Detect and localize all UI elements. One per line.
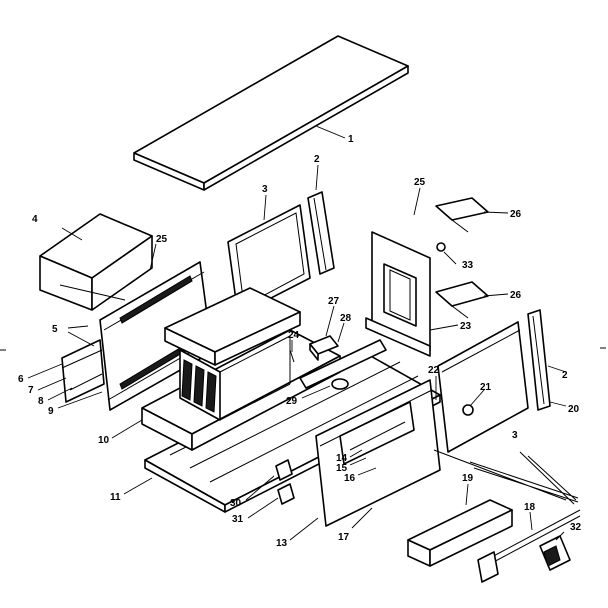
left-bracket-assembly (61, 339, 105, 403)
callout-7: 7 (28, 385, 34, 396)
callout-18: 18 (524, 502, 536, 513)
side-panel-right (437, 321, 529, 453)
callout-5: 5 (52, 324, 58, 335)
callout-3-upper: 3 (262, 184, 268, 195)
angle-bracket-lower (435, 281, 489, 319)
front-panel (99, 261, 213, 411)
callout-6: 6 (18, 374, 24, 385)
blower-tube (299, 339, 387, 390)
callout-26-lower: 26 (510, 290, 522, 301)
callout-23: 23 (460, 321, 472, 332)
callout-labels: 1 2 3 4 25 5 6 7 8 9 10 11 13 14 15 16 1… (18, 134, 582, 549)
edge-marks (0, 347, 606, 351)
callout-15: 15 (336, 463, 348, 474)
callout-22: 22 (428, 365, 440, 376)
callout-16: 16 (344, 473, 356, 484)
callout-29: 29 (286, 396, 298, 407)
callout-10: 10 (98, 435, 110, 446)
callout-9: 9 (48, 406, 54, 417)
control-knob (462, 404, 474, 416)
callout-2-lower: 2 (562, 370, 568, 381)
callout-3-lower: 3 (512, 430, 518, 441)
callout-31: 31 (232, 514, 244, 525)
linkage-rod (485, 509, 581, 567)
callout-11: 11 (110, 492, 121, 503)
callout-21: 21 (480, 382, 492, 393)
callout-14: 14 (336, 453, 348, 464)
angle-bracket-upper (435, 197, 489, 233)
callout-8: 8 (38, 396, 44, 407)
callout-1: 1 (348, 134, 354, 145)
channel-box (407, 499, 513, 567)
leader-lines (27, 125, 567, 541)
cabinet-shell (39, 213, 153, 311)
motor (477, 535, 571, 583)
callout-33: 33 (462, 260, 474, 271)
callout-26-upper: 26 (510, 209, 522, 220)
clip-lower (277, 483, 295, 505)
top-panel (133, 35, 409, 191)
side-panel-gasket-left (227, 204, 311, 316)
callout-13: 13 (276, 538, 288, 549)
fitting (436, 242, 446, 252)
evaporator-coil (164, 287, 301, 421)
screw (289, 349, 295, 363)
callout-30: 30 (230, 498, 242, 509)
side-trim-strip-right (527, 309, 551, 411)
callout-20: 20 (568, 404, 580, 415)
callout-28: 28 (340, 313, 352, 324)
callout-2-upper: 2 (314, 154, 320, 165)
callout-4: 4 (32, 214, 38, 225)
side-trim-strip-left (307, 191, 335, 275)
callout-25-right: 25 (414, 177, 426, 188)
switch-block (309, 335, 339, 361)
callout-19: 19 (462, 473, 474, 484)
callout-27: 27 (328, 296, 340, 307)
callout-25-left: 25 (156, 234, 168, 245)
rear-panel (365, 231, 431, 357)
callout-17: 17 (338, 532, 350, 543)
callout-32: 32 (570, 522, 582, 533)
wire-harness (433, 449, 579, 505)
control-panel (315, 379, 441, 527)
callout-24: 24 (288, 330, 300, 341)
clip-upper (275, 459, 293, 481)
